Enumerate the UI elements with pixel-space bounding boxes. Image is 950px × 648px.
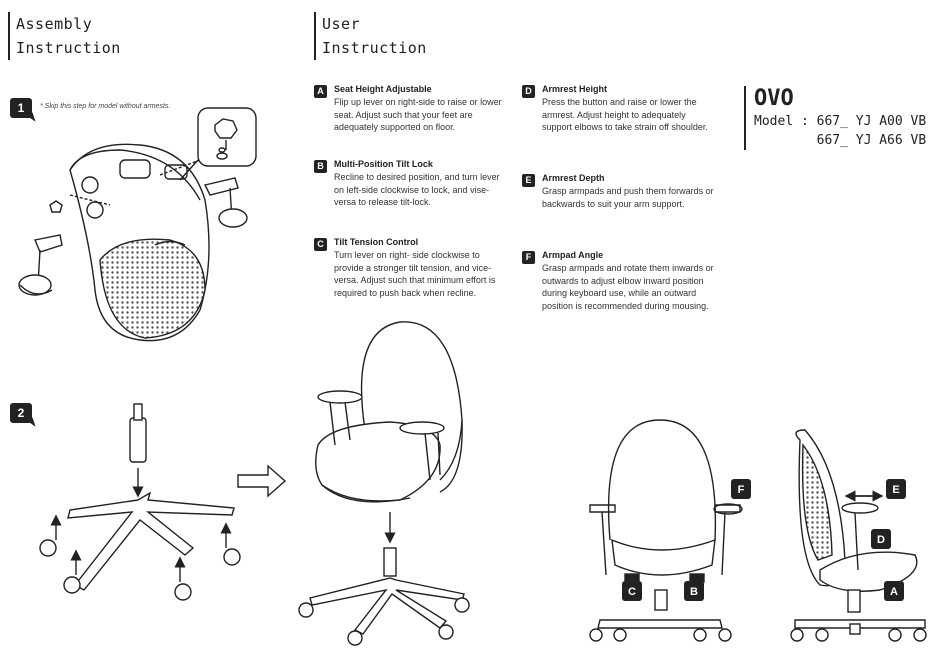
label-front-f: F bbox=[731, 479, 751, 499]
instruction-letter: C bbox=[314, 238, 327, 251]
assembly-heading-line2: Instruction bbox=[16, 39, 121, 57]
knob-callout bbox=[179, 107, 257, 181]
label-e-text: E bbox=[892, 484, 899, 496]
step2-base-illustration bbox=[39, 403, 241, 601]
label-front-b: B bbox=[684, 581, 704, 601]
label-side-a: A bbox=[884, 581, 904, 601]
user-heading-line2: Instruction bbox=[322, 39, 427, 57]
instruction-body: Turn lever on right- side clockwise to p… bbox=[334, 250, 496, 298]
instruction-f: F Armpad Angle Grasp armpads and rotate … bbox=[522, 249, 714, 312]
instruction-body: Recline to desired position, and turn le… bbox=[334, 172, 500, 207]
assembly-instruction-heading: Assembly Instruction bbox=[8, 12, 121, 60]
instruction-d: D Armrest Height Press the button and ra… bbox=[522, 83, 714, 134]
label-side-e: E bbox=[886, 479, 906, 499]
instruction-letter: B bbox=[314, 160, 327, 173]
brand-name: OVO bbox=[754, 86, 794, 111]
step-arrow-icon bbox=[237, 464, 287, 498]
label-b-text: B bbox=[690, 586, 698, 598]
instruction-body: Grasp armpads and rotate them inwards or… bbox=[542, 263, 714, 311]
user-heading-line1: User bbox=[322, 15, 361, 33]
instruction-a: A Seat Height Adjustable Flip up lever o… bbox=[314, 83, 506, 134]
instruction-body: Press the button and raise or lower the … bbox=[542, 97, 708, 132]
step1-seat-illustration bbox=[18, 143, 248, 342]
label-d-text: D bbox=[877, 534, 885, 546]
instruction-title: Tilt Tension Control bbox=[334, 237, 419, 247]
instruction-title: Armpad Angle bbox=[542, 250, 604, 260]
front-chair-illustration bbox=[589, 419, 743, 642]
label-c-text: C bbox=[628, 586, 636, 598]
side-chair-illustration bbox=[790, 429, 927, 642]
center-chair-illustration bbox=[298, 321, 470, 646]
instruction-title: Seat Height Adjustable bbox=[334, 84, 432, 94]
assembly-heading-line1: Assembly bbox=[16, 15, 93, 33]
step-2-badge: 2 bbox=[10, 403, 32, 423]
instruction-c: C Tilt Tension Control Turn lever on rig… bbox=[314, 236, 506, 299]
instruction-letter: A bbox=[314, 85, 327, 98]
instruction-letter: E bbox=[522, 174, 535, 187]
step-1-badge: 1 bbox=[10, 98, 32, 118]
instruction-letter: F bbox=[522, 251, 535, 264]
instruction-title: Armrest Height bbox=[542, 84, 608, 94]
instruction-title: Multi-Position Tilt Lock bbox=[334, 159, 433, 169]
label-a-text: A bbox=[890, 586, 898, 598]
instruction-title: Armrest Depth bbox=[542, 173, 605, 183]
instruction-b: B Multi-Position Tilt Lock Recline to de… bbox=[314, 158, 506, 209]
label-f-text: F bbox=[738, 484, 745, 496]
instruction-body: Grasp armpads and push them forwards or … bbox=[542, 186, 714, 209]
label-side-d: D bbox=[871, 529, 891, 549]
instruction-body: Flip up lever on right-side to raise or … bbox=[334, 97, 502, 132]
model-line-1: Model : 667_ YJ A00 VB bbox=[754, 114, 927, 129]
instruction-letter: D bbox=[522, 85, 535, 98]
instruction-e: E Armrest Depth Grasp armpads and push t… bbox=[522, 172, 714, 210]
label-front-c: C bbox=[622, 581, 642, 601]
user-instruction-heading: User Instruction bbox=[314, 12, 427, 60]
step-1-note: * Skip this step for model without armes… bbox=[40, 103, 171, 110]
model-line-2: 667_ YJ A66 VB bbox=[754, 133, 927, 148]
brand-block: OVO Model : 667_ YJ A00 VB 667_ YJ A66 V… bbox=[744, 86, 926, 150]
